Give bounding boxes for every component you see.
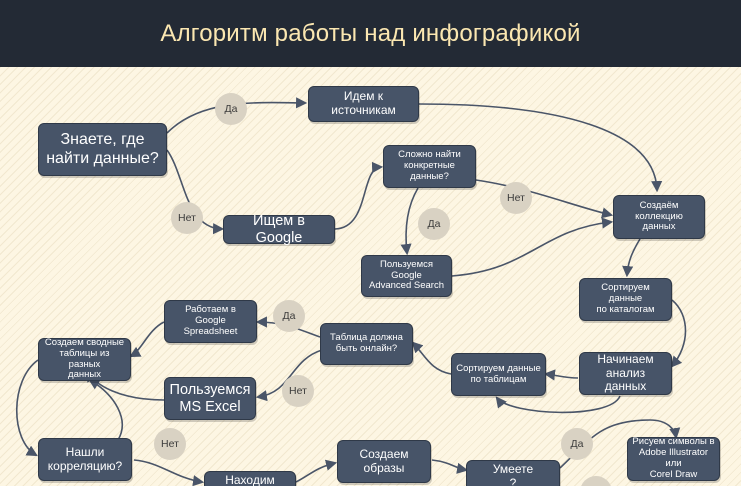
- edge-spreadsheet-to-pivot: [129, 321, 165, 358]
- node-search-google[interactable]: Ищем в Google: [223, 213, 335, 246]
- edge-label-no-correlation: Нет: [154, 428, 186, 460]
- node-go-sources[interactable]: Идем к источникам: [308, 86, 419, 122]
- edge-images-to-candraw: [431, 459, 469, 474]
- node-pivot-tables[interactable]: Создаем сводные таблицы из разных данных: [38, 337, 131, 381]
- node-google-spreadsheet[interactable]: Работаем в Google Spreadsheet: [164, 300, 257, 343]
- edge-label-partial: [580, 476, 612, 486]
- node-draw-symbols[interactable]: Рисуем символы в Adobe Illustrator или C…: [627, 436, 720, 481]
- edge-label-yes-symbols: Да: [561, 428, 593, 460]
- edge-sort-catalogs-to-analysis: [670, 299, 687, 368]
- edge-label-yes-sources: Да: [215, 93, 247, 125]
- edge-sources-to-collection: [418, 103, 663, 193]
- node-start-analysis[interactable]: Начинаем анализ данных: [579, 352, 672, 395]
- node-sort-tables[interactable]: Сортируем данные по таблицам: [451, 353, 546, 396]
- edge-hard-to-advanced: [400, 187, 419, 256]
- node-ms-excel[interactable]: Пользуемся MS Excel: [164, 377, 256, 420]
- edge-finding-to-images: [295, 459, 338, 483]
- edge-analysis-to-loop: [495, 395, 621, 414]
- node-advanced-search[interactable]: Пользуемся Google Advanced Search: [361, 255, 452, 297]
- edge-sort-tables-to-online: [411, 341, 452, 375]
- node-finding[interactable]: Находим: [204, 471, 296, 486]
- node-sort-catalogs[interactable]: Сортируем данные по каталогам: [579, 278, 672, 321]
- node-found-correlation[interactable]: Нашли корреляцию?: [38, 438, 132, 481]
- edge-hard-to-collection: [475, 179, 614, 219]
- edge-label-yes-advanced: Да: [418, 208, 450, 240]
- node-know-source[interactable]: Знаете, где найти данные?: [38, 123, 167, 176]
- edge-label-no-google: Нет: [171, 202, 203, 234]
- page-title: Алгоритм работы над инфографикой: [0, 0, 741, 67]
- node-hard-find[interactable]: Сложно найти конкретные данные?: [383, 145, 476, 188]
- node-create-images[interactable]: Создаем образы: [337, 440, 431, 483]
- edge-label-yes-spreadsheet: Да: [273, 300, 305, 332]
- node-create-collection[interactable]: Создаём коллекцию данных: [613, 195, 705, 239]
- edge-google-to-hard: [334, 161, 384, 230]
- edge-collection-to-sort-catalogs: [622, 238, 641, 278]
- node-can-draw[interactable]: Умеете ?: [466, 460, 560, 486]
- edge-analysis-to-sort-tables: [543, 369, 579, 381]
- edge-know-to-google: [166, 149, 225, 235]
- edge-pivot-to-correlation: [15, 359, 39, 457]
- edge-advanced-to-collection: [451, 217, 614, 277]
- edge-label-no-collection: Нет: [500, 182, 532, 214]
- edge-label-no-excel: Нет: [282, 375, 314, 407]
- edge-correlation-to-pivot-no: [88, 378, 123, 441]
- edge-correlation-to-finding: [133, 459, 205, 486]
- node-table-online[interactable]: Таблица должна быть онлайн?: [320, 323, 413, 365]
